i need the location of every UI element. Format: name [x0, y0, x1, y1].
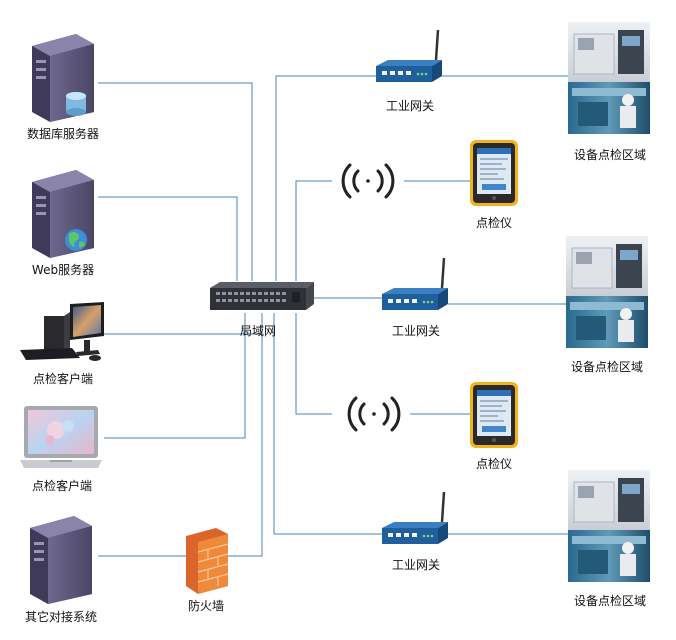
database-server-icon [32, 34, 94, 122]
equipment-area-photo-icon-3 [568, 470, 650, 582]
label-firewall: 防火墙 [187, 599, 225, 613]
handheld-inspector-icon-1 [470, 140, 518, 206]
label-gateway-1: 工业网关 [385, 99, 435, 113]
link-inspector-2 [295, 313, 332, 415]
connection-lines [98, 75, 568, 557]
firewall-icon [186, 528, 229, 594]
network-switch-icon [210, 282, 314, 310]
wireless-signal-icon-2 [347, 396, 401, 432]
wireless-signal-icon-1 [341, 163, 395, 199]
link-database-server [98, 82, 253, 281]
server-icon [30, 516, 92, 604]
link-desktop-client [102, 313, 263, 335]
label-laptop-client: 点检客户端 [31, 479, 93, 493]
desktop-computer-icon [20, 302, 104, 361]
label-area-3: 设备点检区域 [573, 594, 647, 608]
handheld-inspector-icon-2 [470, 382, 518, 448]
label-area-2: 设备点检区域 [570, 360, 644, 374]
link-laptop-client [104, 313, 246, 439]
laptop-icon [20, 406, 102, 468]
label-gateway-3: 工业网关 [391, 558, 441, 572]
label-desktop-client: 点检客户端 [32, 372, 94, 386]
gateway-router-icon-1 [376, 29, 442, 82]
link-inspector-1 [295, 180, 332, 281]
label-area-1: 设备点检区域 [573, 148, 647, 162]
gateway-router-icon-2 [382, 257, 448, 310]
label-inspector-2: 点检仪 [475, 457, 513, 471]
gateway-router-icon-3 [382, 491, 448, 544]
link-web-server [98, 196, 238, 281]
link-gateway-3 [273, 313, 382, 535]
link-gateway-1 [275, 75, 376, 281]
label-inspector-1: 点检仪 [475, 216, 513, 230]
label-lan: 局域网 [239, 324, 277, 338]
equipment-area-photo-icon-1 [568, 22, 650, 134]
label-web-server: Web服务器 [31, 263, 95, 277]
equipment-area-photo-icon-2 [566, 236, 648, 348]
link-firewall [228, 313, 263, 557]
label-database-server: 数据库服务器 [26, 127, 100, 141]
label-other-system: 其它对接系统 [24, 610, 98, 624]
web-server-icon [32, 170, 94, 258]
label-gateway-2: 工业网关 [391, 324, 441, 338]
